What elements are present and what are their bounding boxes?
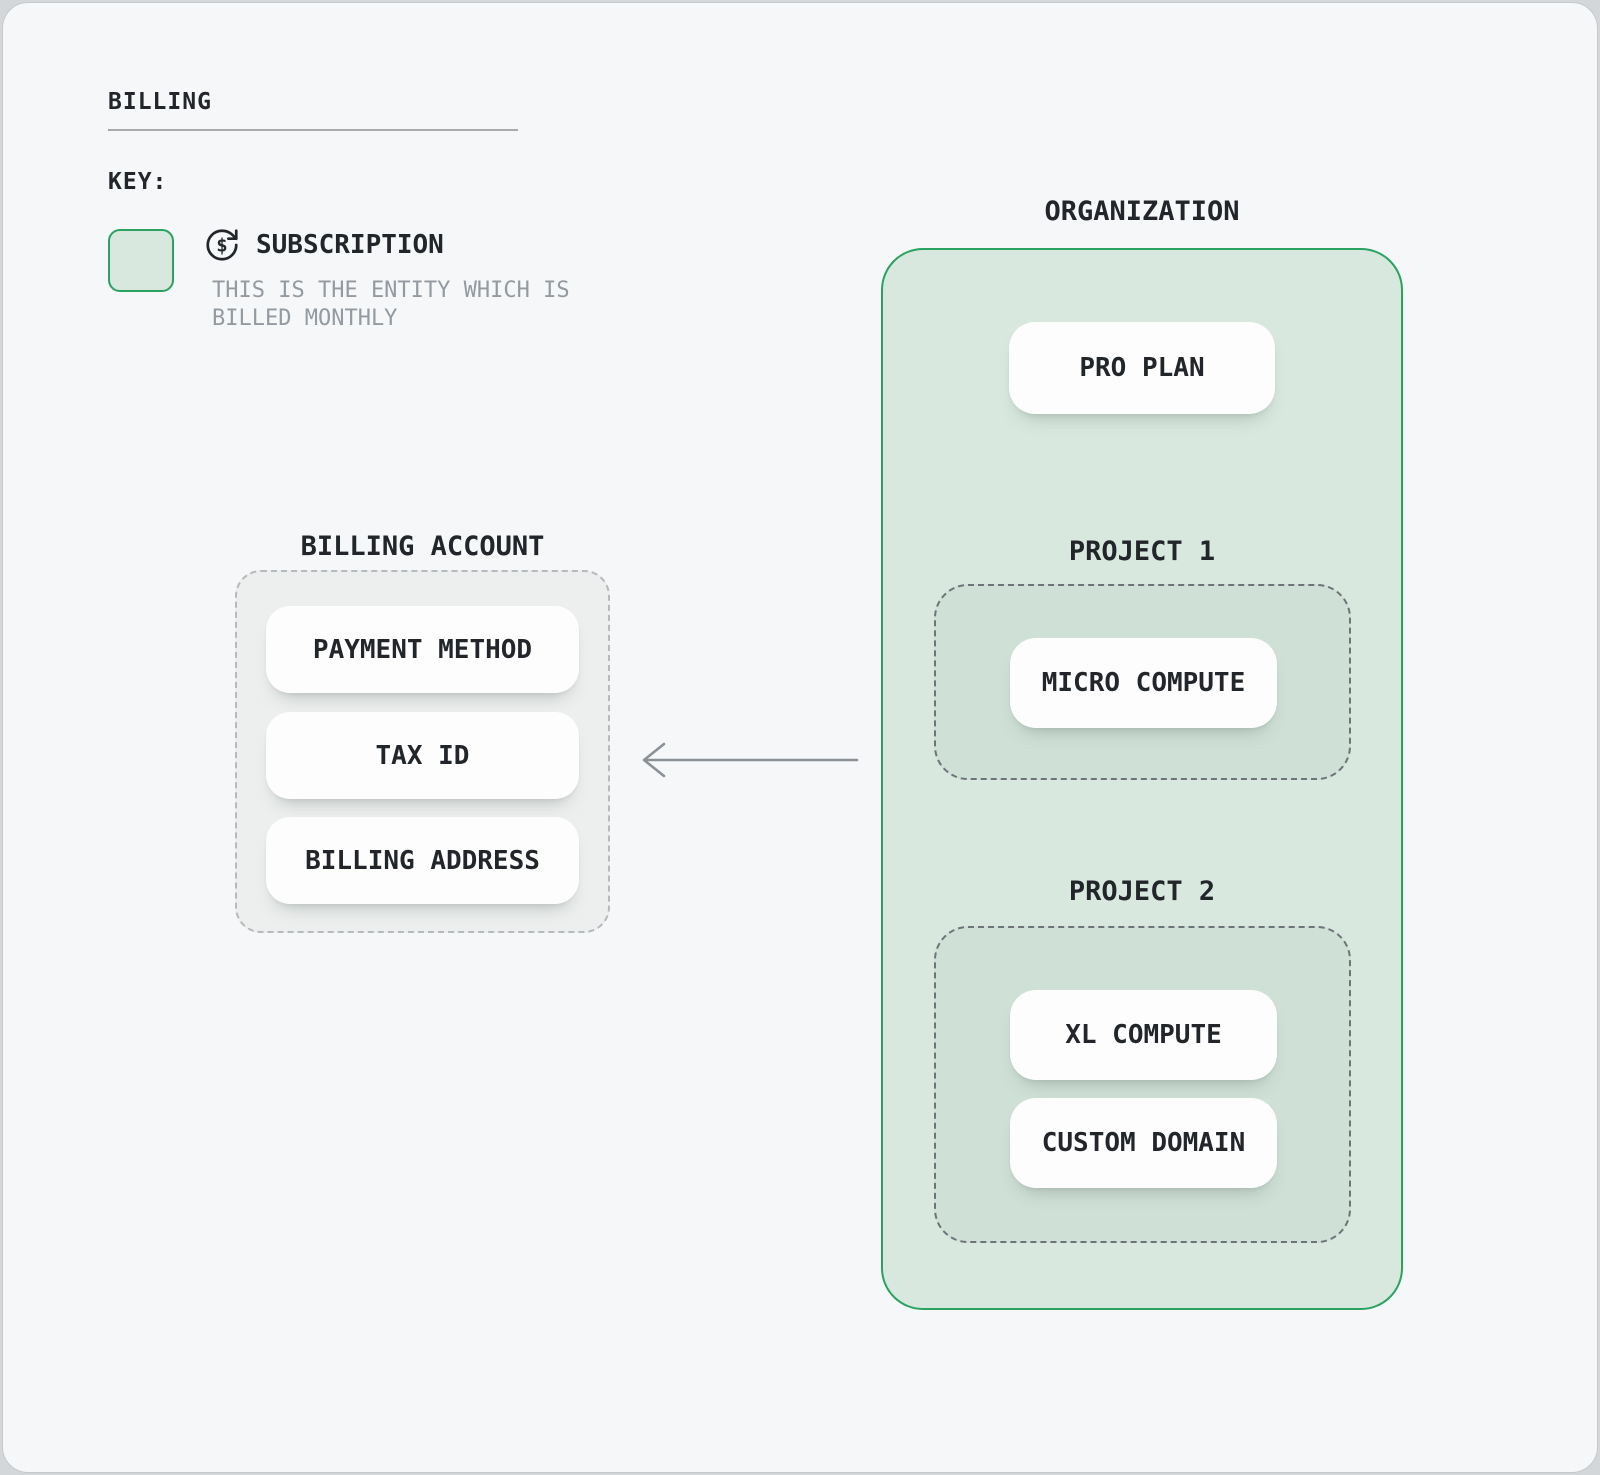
organization-container: PRO PLAN PROJECT 1 MICRO COMPUTE PROJECT… <box>881 248 1403 1310</box>
payment-method-node: PAYMENT METHOD <box>266 606 579 693</box>
xl-compute-node: XL COMPUTE <box>1010 990 1277 1080</box>
page-title: BILLING <box>108 89 212 115</box>
key-label: KEY: <box>108 169 168 195</box>
billing-account-label: BILLING ACCOUNT <box>300 531 545 562</box>
subscription-color-swatch <box>108 229 174 292</box>
billing-address-node: BILLING ADDRESS <box>266 817 579 904</box>
key-item-description-line2: BILLED MONTHLY <box>212 306 398 331</box>
custom-domain-node: CUSTOM DOMAIN <box>1010 1098 1277 1188</box>
recurring-dollar-icon: $ <box>206 229 238 261</box>
project-2-label: PROJECT 2 <box>1068 876 1216 907</box>
arrow-left-icon <box>642 742 859 778</box>
organization-label: ORGANIZATION <box>1044 196 1240 227</box>
svg-text:$: $ <box>216 235 227 257</box>
key-item-description-line1: THIS IS THE ENTITY WHICH IS <box>212 278 570 303</box>
key-item-label: SUBSCRIPTION <box>256 230 444 260</box>
micro-compute-node: MICRO COMPUTE <box>1010 638 1277 728</box>
title-underline <box>108 129 518 131</box>
project-1-label: PROJECT 1 <box>1068 536 1216 567</box>
project-1-container: MICRO COMPUTE <box>934 584 1351 780</box>
tax-id-node: TAX ID <box>266 712 579 799</box>
billing-account-container: PAYMENT METHOD TAX ID BILLING ADDRESS <box>235 570 610 933</box>
pro-plan-node: PRO PLAN <box>1009 322 1275 414</box>
project-2-container: XL COMPUTE CUSTOM DOMAIN <box>934 926 1351 1243</box>
key-item-description: THIS IS THE ENTITY WHICH IS BILLED MONTH… <box>212 277 570 333</box>
